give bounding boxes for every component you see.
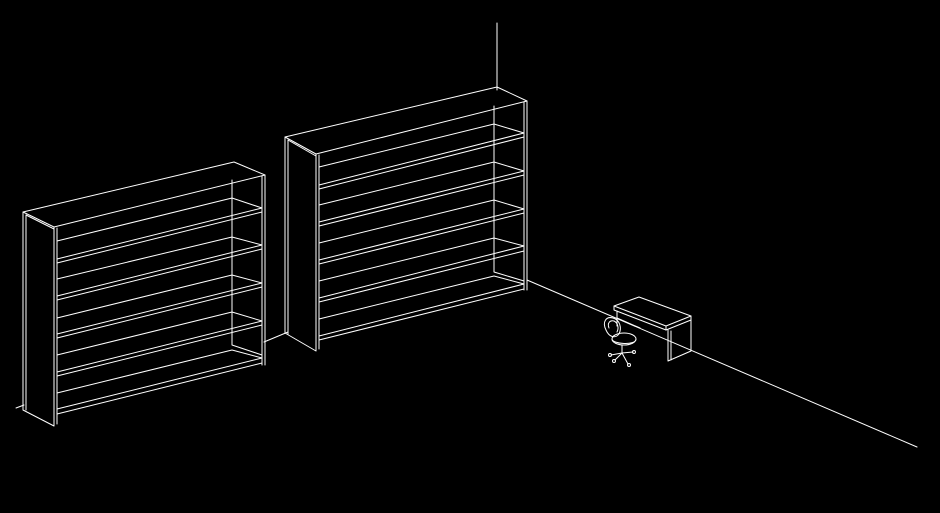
bookshelf-left-shelf-4 [56,248,263,301]
desk-right-panel [667,319,692,362]
office-chair [603,317,637,367]
chair-backrest-inner [607,320,619,333]
desk-modesty-panel [616,317,641,329]
bookshelf-center-shelf-4 [318,174,525,227]
desk-front-edge [613,305,692,331]
bookshelf-center-shelf-2 [318,136,525,190]
chair-backrest [603,317,621,338]
bookshelf-left-side-panel [22,211,55,427]
chair-caster-4 [612,359,616,363]
floor-left-wall-line-segment [263,331,289,343]
bookshelf-center-base [493,264,525,282]
bookshelf-center-shelf-8 [318,250,525,303]
bookshelf-center [284,86,528,352]
bookshelf-center-shelf-3 [318,161,525,223]
bookshelf-center-shelf-6 [318,212,525,265]
chair-leg-3 [621,352,629,365]
chair-seat-edge [611,338,637,344]
bookshelf-center-shelf-7 [318,237,525,299]
bookshelf-left-shelf-6 [56,286,263,339]
chair-caster-3 [627,363,631,367]
desk [613,296,692,362]
bookshelf-left [22,161,266,427]
room-corner [15,22,918,448]
bookshelf-center-side-panel [284,136,317,352]
bookshelf-left-shelf-9 [56,349,263,410]
bookshelf-center-shelf-1 [318,123,525,186]
chair-caster-2 [632,350,636,354]
bookshelf-left-shelf-1 [56,197,263,260]
bookshelf-center-shelf-10 [318,288,525,341]
chair-caster-1 [608,353,612,357]
bookshelf-left-shelf-8 [56,324,263,377]
bookshelf-left-shelf-2 [56,211,263,264]
bookshelf-left-shelf-3 [56,236,263,297]
bookshelf-left-top-inner-edge [25,214,55,230]
bookshelf-left-shelf-10 [56,362,263,415]
bookshelf-left-base [231,337,263,356]
bookshelf-center-shelf-9 [318,275,525,337]
chair-leg-2 [621,351,634,354]
chair-leg-4 [614,352,623,361]
bookshelf-left-shelf-5 [56,274,263,335]
bookshelf-left-shelf-7 [56,311,263,373]
bookshelf-center-top-inner-edge [287,139,317,157]
bookshelf-center-top [284,86,528,155]
bookshelf-center-shelf-5 [318,199,525,261]
floor-right-wall-line [526,279,918,448]
bookshelf-left-top [22,161,266,228]
chair-leg-1 [610,352,623,356]
